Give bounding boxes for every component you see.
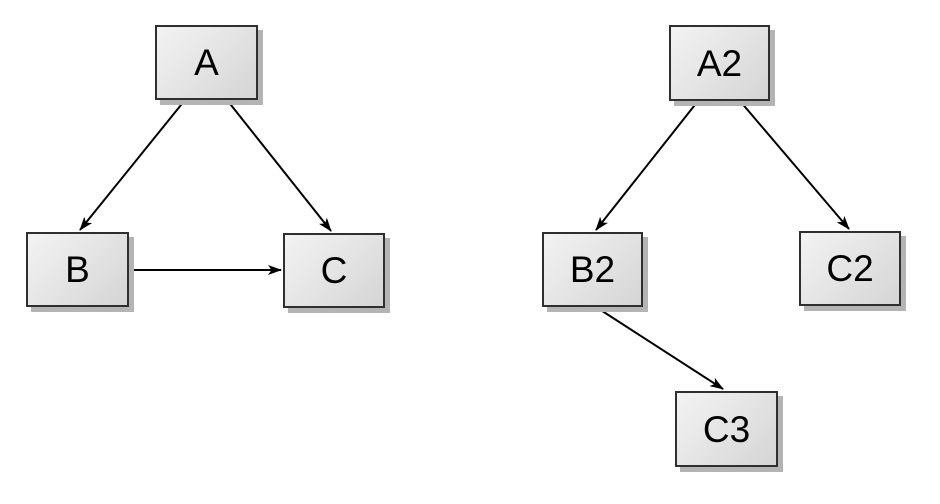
node-A[interactable]: A (155, 25, 258, 100)
node-C2[interactable]: C2 (799, 231, 901, 306)
node-label: A (194, 42, 219, 83)
node-B[interactable]: B (26, 232, 129, 307)
node-label: B2 (569, 249, 616, 290)
node-C[interactable]: C (283, 233, 385, 308)
node-B2[interactable]: B2 (542, 232, 643, 307)
edge-B2-C3[interactable] (595, 306, 724, 390)
node-A2[interactable]: A2 (669, 25, 770, 101)
node-label: C3 (702, 408, 751, 450)
edge-A-C[interactable] (226, 99, 332, 232)
node-C3[interactable]: C3 (675, 391, 778, 467)
edge-A2-C2[interactable] (739, 100, 850, 230)
node-label: C (320, 250, 348, 291)
node-label: C2 (826, 248, 874, 289)
edge-A2-B2[interactable] (595, 100, 699, 231)
node-label: A2 (696, 42, 743, 84)
node-label: B (65, 249, 90, 290)
edge-A-B[interactable] (79, 99, 186, 231)
